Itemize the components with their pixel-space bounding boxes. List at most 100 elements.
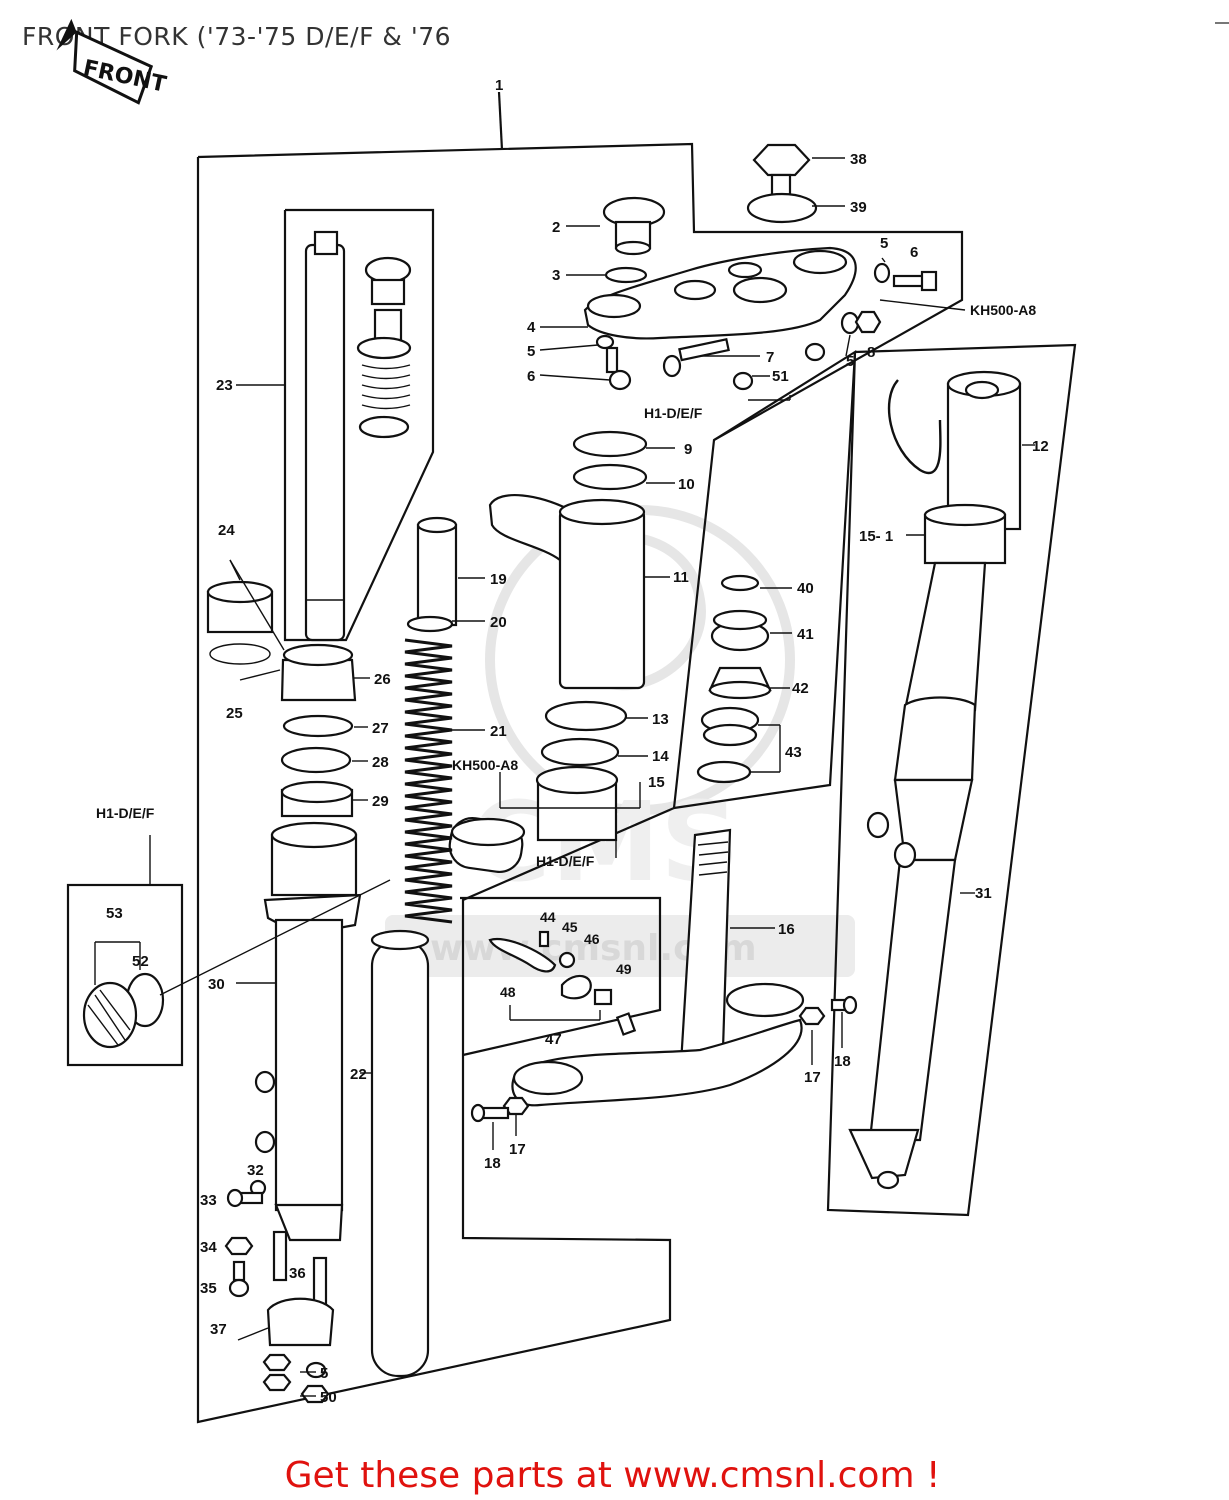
note-kh500-top: KH500-A8 — [970, 302, 1036, 318]
part-9-ring — [572, 430, 648, 458]
front-arrow-icon: FRONT — [56, 18, 168, 105]
part-36-stud-a — [272, 1230, 288, 1282]
part-2-cap-bolt — [602, 196, 666, 256]
callout-10: 10 — [678, 476, 695, 493]
callout-7: 7 — [766, 349, 774, 366]
part-3-washer — [604, 266, 648, 284]
part-17-nut-b — [502, 1096, 530, 1116]
part-28-seal — [280, 746, 352, 774]
part-39-washer — [746, 192, 818, 224]
part-5-washer-a — [873, 262, 891, 284]
callout-40: 40 — [797, 580, 814, 597]
part-37-axle-clamp — [266, 1297, 335, 1347]
footer-link[interactable]: Get these parts at www.cmsnl.com ! — [0, 1455, 1229, 1496]
callout-9: 9 — [684, 441, 692, 458]
callout-11: 11 — [673, 569, 689, 586]
note-h1-top: H1-D/E/F — [644, 405, 703, 421]
callout-18-a: 18 — [834, 1053, 851, 1070]
part-43-bearing — [700, 706, 760, 747]
callout-42: 42 — [792, 680, 809, 697]
footer-text[interactable]: Get these parts at www.cmsnl.com ! — [284, 1455, 941, 1496]
note-kh500-mid: KH500-A8 — [452, 757, 518, 773]
part-10-ring — [572, 463, 648, 491]
part-50-nut-a — [262, 1353, 292, 1372]
part-6-bolt-a — [892, 270, 938, 292]
callout-22: 22 — [350, 1066, 367, 1083]
assembly-box-bearings — [673, 349, 857, 810]
callout-43: 43 — [785, 744, 802, 761]
callout-29: 29 — [372, 793, 389, 810]
callout-52: 52 — [132, 953, 149, 970]
part-50-nut-b — [300, 1384, 330, 1404]
callout-31: 31 — [975, 885, 992, 902]
callout-14: 14 — [652, 748, 669, 765]
callout-3: 3 — [552, 267, 560, 284]
part-6-bolt-b — [605, 346, 632, 391]
callout-33: 33 — [200, 1192, 217, 1209]
callout-45: 45 — [562, 919, 578, 935]
part-20-washer — [406, 615, 454, 633]
callout-27: 27 — [372, 720, 389, 737]
part-18-bolt-a — [830, 995, 858, 1015]
callout-53: 53 — [106, 905, 123, 922]
part-51-washer-a — [804, 342, 826, 362]
part-23-inner-tube — [304, 230, 346, 642]
callout-37: 37 — [210, 1321, 227, 1338]
callout-32: 32 — [247, 1162, 264, 1179]
leader-cap — [159, 879, 391, 996]
part-5-washer-d — [262, 1373, 292, 1392]
part-35-bolt — [228, 1260, 250, 1298]
callout-21: 21 — [490, 723, 507, 740]
part-30-outer-tube — [254, 821, 362, 1242]
callout-6-b: 6 — [910, 244, 918, 261]
callout-35: 35 — [200, 1280, 217, 1297]
note-h1-left: H1-D/E/F — [96, 805, 155, 821]
part-38-stem-bolt — [752, 143, 811, 199]
callout-5-b: 5 — [846, 353, 854, 370]
part-27-ring — [282, 714, 354, 738]
part-34-nut — [224, 1236, 254, 1256]
part-5-washer-c — [595, 334, 615, 350]
callout-46: 46 — [584, 931, 600, 947]
callout-39: 39 — [850, 199, 867, 216]
part-53-cap-knob — [82, 981, 138, 1049]
callout-15-1: 15- 1 — [859, 528, 893, 545]
callout-36: 36 — [289, 1265, 306, 1282]
part-41-bearing-nut — [710, 609, 770, 652]
leader-1 — [497, 91, 504, 151]
callout-17-b: 17 — [509, 1141, 526, 1158]
callout-5-d: 5 — [320, 1365, 328, 1382]
part-25-circlip — [209, 643, 271, 665]
part-26-bushing — [280, 643, 357, 702]
callout-26: 26 — [374, 671, 391, 688]
part-51-washer-b — [732, 371, 754, 391]
callout-2: 2 — [552, 219, 560, 236]
callout-13: 13 — [652, 711, 669, 728]
part-23-damper-parts — [356, 256, 412, 439]
corner-mark — [1215, 22, 1229, 24]
part-19-tube — [416, 516, 458, 627]
callout-8: 8 — [867, 344, 875, 361]
assembly-box-stanchion — [283, 208, 435, 642]
callout-24: 24 — [218, 522, 235, 539]
part-4-upper-bracket — [583, 246, 857, 340]
callout-47: 47 — [545, 1031, 562, 1048]
callout-15: 15 — [648, 774, 665, 791]
callout-1: 1 — [495, 77, 503, 94]
callout-labels: 1 2 3 4 5 6 7 51 5 8 38 39 5 6 KH500-A8 … — [96, 77, 1049, 1406]
part-15-cover-h1 — [448, 816, 526, 874]
leader-lines — [94, 157, 1035, 1397]
callout-49: 49 — [616, 961, 632, 977]
callout-51: 51 — [772, 368, 789, 385]
part-11-cover-tube — [488, 493, 646, 690]
note-h1-mid: H1-D/E/F — [536, 853, 595, 869]
part-31-outer-tube-right — [848, 561, 987, 1190]
assembly-box-right-leg — [826, 343, 1077, 1217]
part-49-spring — [615, 1012, 637, 1036]
part-40-nut — [720, 574, 760, 592]
callout-5-a: 5 — [527, 343, 535, 360]
callout-20: 20 — [490, 614, 507, 631]
callout-16: 16 — [778, 921, 795, 938]
part-8-nut — [854, 310, 882, 334]
